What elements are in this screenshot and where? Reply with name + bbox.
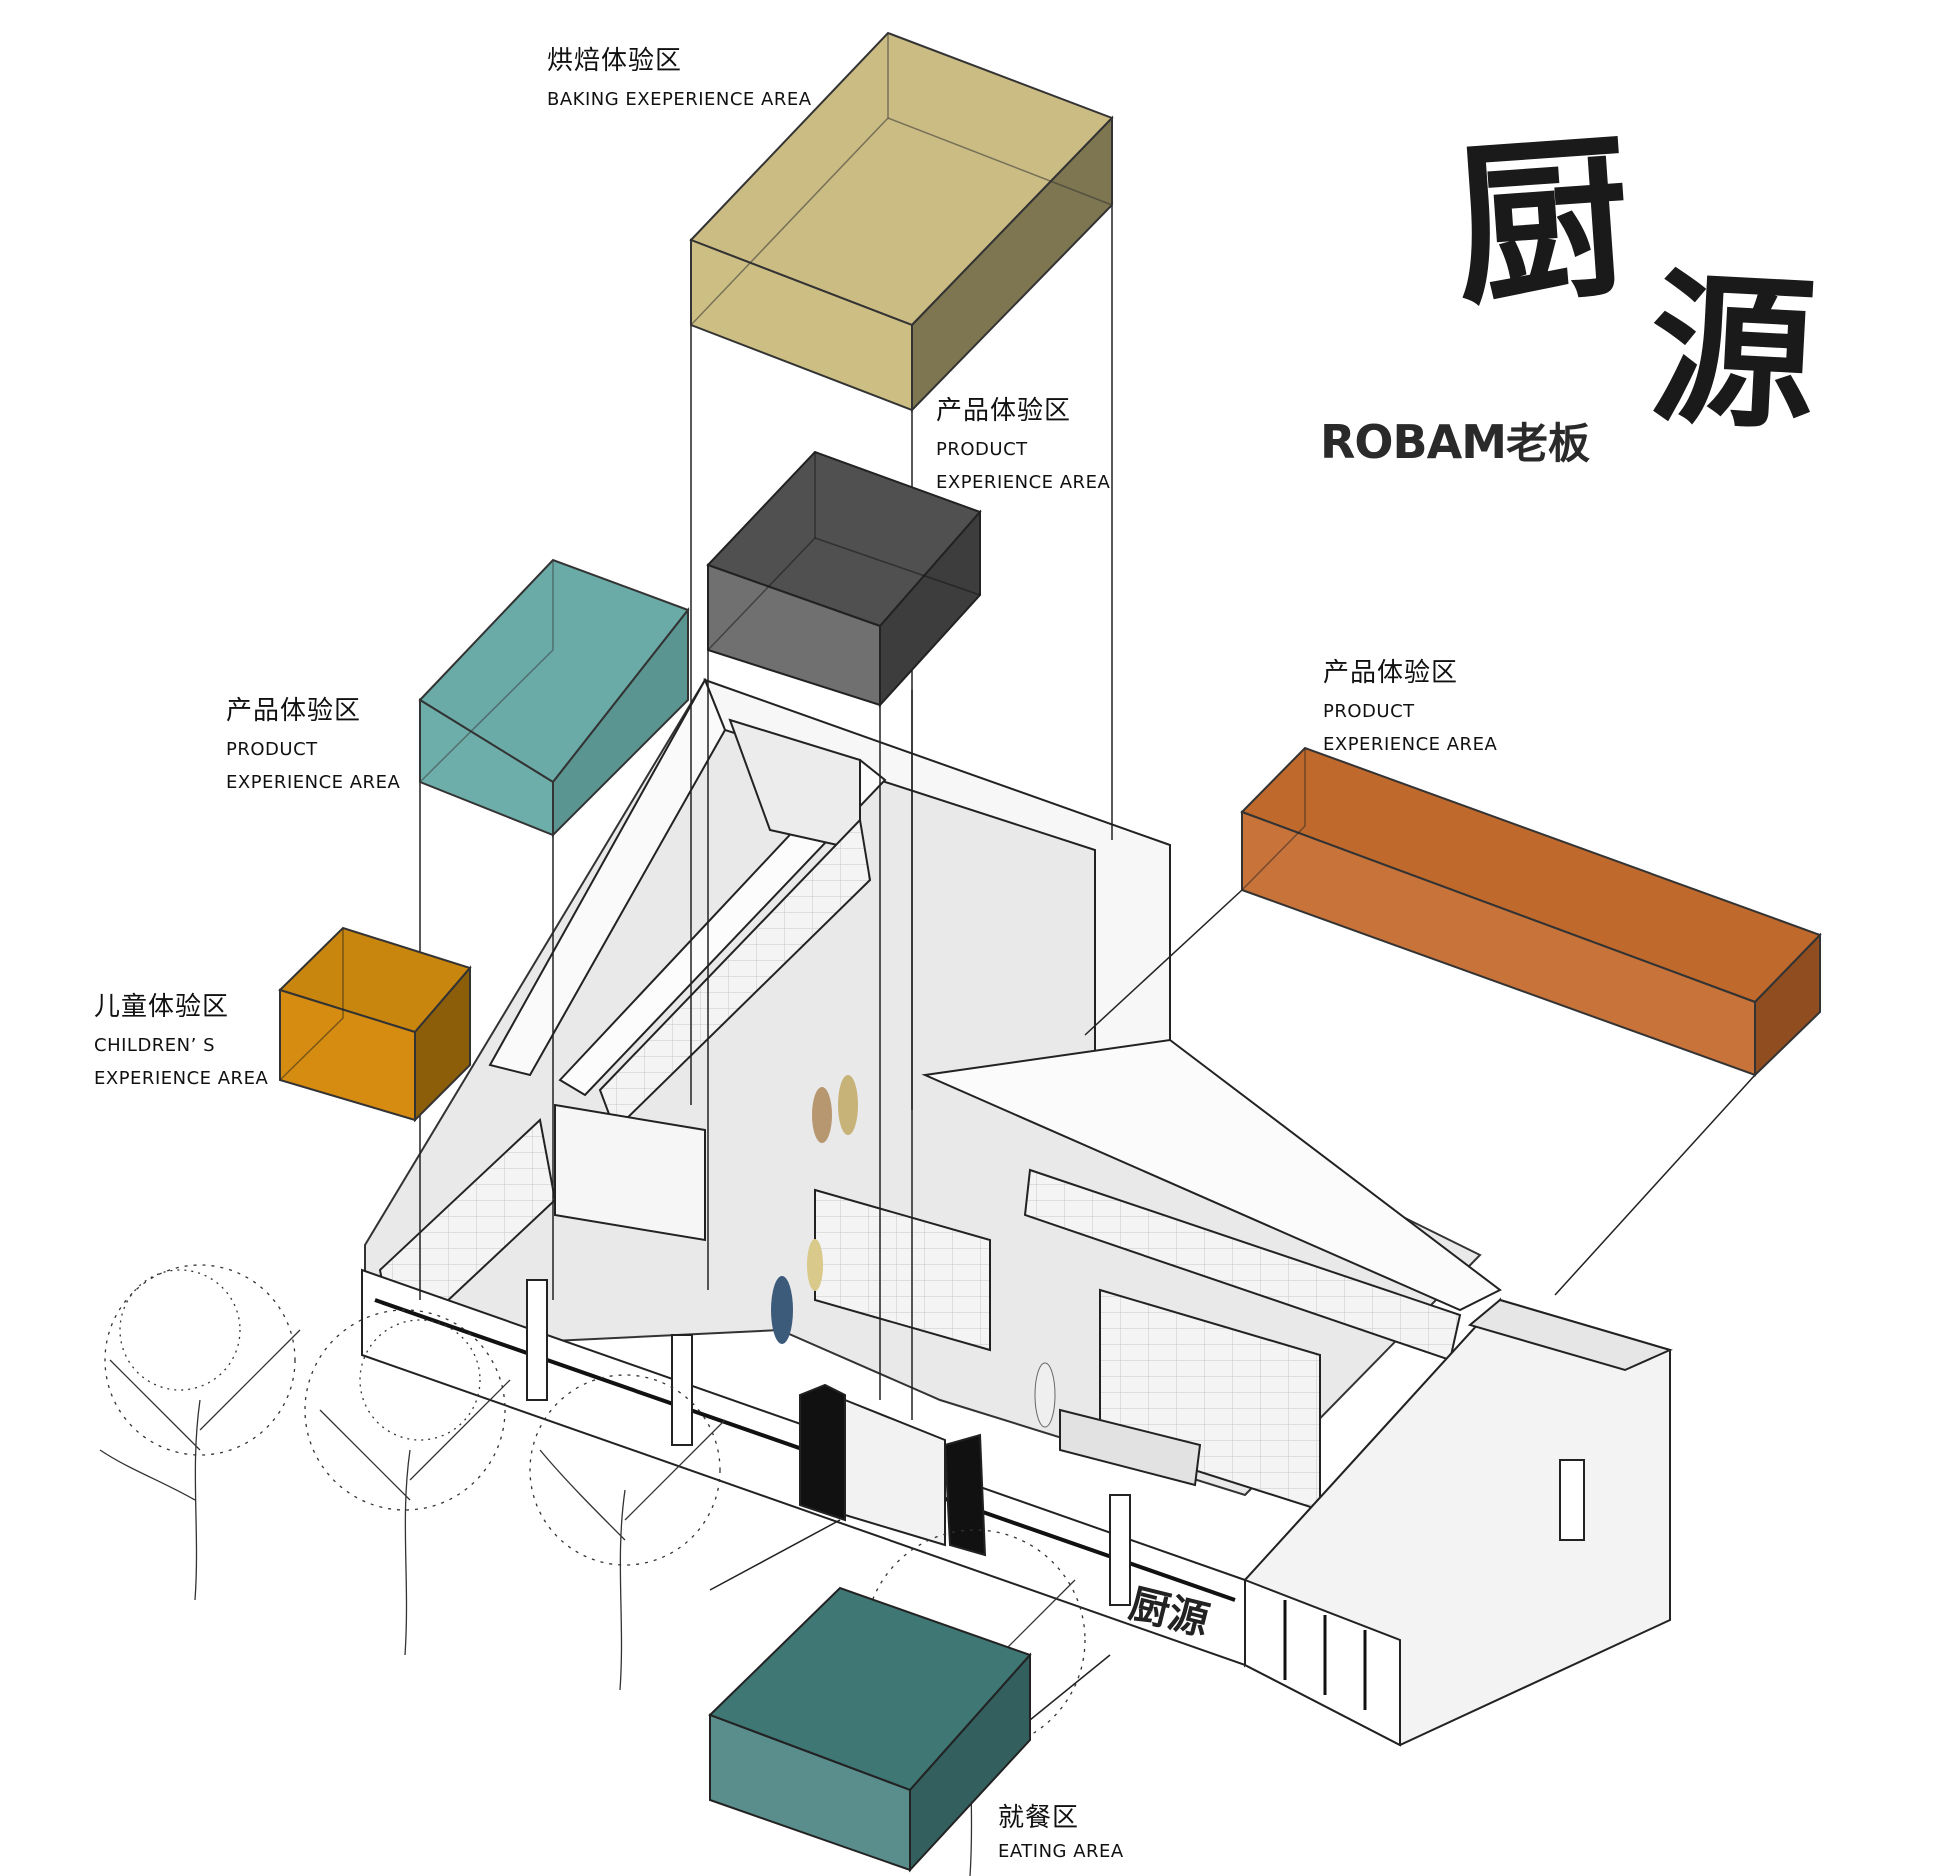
entrance-door xyxy=(844,1398,946,1547)
partition-wall xyxy=(558,758,887,1097)
children-box-side xyxy=(414,965,471,1123)
zone-box-children xyxy=(278,926,472,1123)
zone-box-eating xyxy=(708,1586,1032,1873)
label-product-center-en2: EXPERIENCE AREA xyxy=(936,472,1111,494)
zone-box-baking xyxy=(689,31,1114,413)
label-product-center-en1: PRODUCT xyxy=(936,439,1028,460)
calligraphy-char-1: 厨 xyxy=(1448,114,1637,331)
label-product-right-cn: 产品体验区 xyxy=(1323,658,1459,688)
tree-3 xyxy=(529,1374,726,1691)
zone-box-product-center xyxy=(706,450,982,708)
projection-lines xyxy=(419,118,1756,1721)
label-baking: 烘焙体验区 BAKING EXEPERIENCE AREA xyxy=(547,48,812,116)
label-product-right-en2: EXPERIENCE AREA xyxy=(1323,734,1498,756)
annex-side-window xyxy=(1559,1459,1585,1541)
zone-box-product-left xyxy=(418,558,690,838)
person-4 xyxy=(771,1276,793,1344)
people-figures xyxy=(771,1075,1056,1428)
tree-1 xyxy=(99,1264,301,1601)
label-children-en1: CHILDREN’ S xyxy=(94,1035,216,1056)
robam-logo: ROBAM老板 xyxy=(1320,410,1590,471)
person-1 xyxy=(812,1087,832,1143)
robam-logo-text: ROBAM xyxy=(1320,415,1507,469)
tree-2 xyxy=(304,1309,511,1656)
label-eating: 就餐区 EATING AREA xyxy=(998,1805,1124,1868)
label-product-center-cn: 产品体验区 xyxy=(936,396,1072,426)
annex-top-wall xyxy=(1467,1298,1673,1372)
entrance-frame-right xyxy=(943,1433,987,1557)
calligraphy-char-2: 源 xyxy=(1645,250,1820,454)
zone-box-product-right xyxy=(1240,746,1822,1078)
building-floor-plan xyxy=(361,677,1673,1747)
label-product-right: 产品体验区 PRODUCT EXPERIENCE AREA xyxy=(1323,660,1497,762)
cabinet-block-1 xyxy=(554,1103,706,1242)
column-2 xyxy=(671,1334,693,1446)
entrance-frame-left xyxy=(799,1383,846,1522)
label-product-right-en1: PRODUCT xyxy=(1323,701,1415,722)
robam-logo-cn: 老板 xyxy=(1505,419,1590,468)
eating-box-side xyxy=(909,1652,1031,1873)
label-eating-cn: 就餐区 xyxy=(998,1803,1080,1833)
label-eating-en: EATING AREA xyxy=(998,1841,1124,1862)
label-product-left-en2: EXPERIENCE AREA xyxy=(226,772,401,794)
label-product-center: 产品体验区 PRODUCT EXPERIENCE AREA xyxy=(936,398,1110,500)
person-3 xyxy=(807,1239,823,1291)
label-baking-en: BAKING EXEPERIENCE AREA xyxy=(547,89,812,110)
product-left-box-side xyxy=(552,607,689,838)
label-children-en2: EXPERIENCE AREA xyxy=(94,1068,269,1090)
label-product-left-cn: 产品体验区 xyxy=(226,696,362,726)
label-product-left-en1: PRODUCT xyxy=(226,739,318,760)
wall-left-diagonal xyxy=(488,677,727,1077)
label-product-left: 产品体验区 PRODUCT EXPERIENCE AREA xyxy=(226,698,400,800)
product-right-box-side xyxy=(1754,932,1821,1078)
column-3 xyxy=(1109,1494,1131,1606)
person-2 xyxy=(838,1075,858,1135)
wall-right-arm xyxy=(921,1038,1502,1312)
label-baking-cn: 烘焙体验区 xyxy=(547,46,683,76)
column-1 xyxy=(526,1279,548,1401)
label-children: 儿童体验区 CHILDREN’ S EXPERIENCE AREA xyxy=(94,994,268,1096)
person-5 xyxy=(1034,1362,1056,1428)
label-children-cn: 儿童体验区 xyxy=(94,992,230,1022)
display-case xyxy=(1059,1408,1202,1487)
